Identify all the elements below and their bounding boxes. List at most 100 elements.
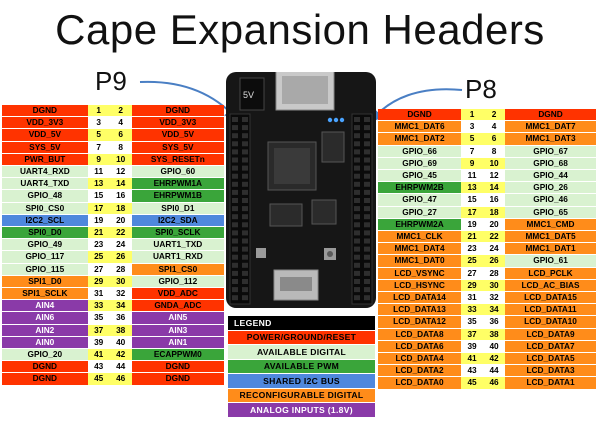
header-socket (364, 246, 370, 252)
header-socket (242, 254, 248, 260)
p9-right-label: DGND (131, 372, 224, 386)
header-socket (354, 133, 360, 139)
legend-item: ANALOG INPUTS (1.8V) (228, 402, 375, 418)
p9-pin-number-even: 46 (109, 372, 132, 386)
p9-pin-number-odd: 25 (87, 250, 110, 264)
header-socket (232, 295, 238, 301)
header-socket (354, 173, 360, 179)
p8-pin-number-even: 44 (483, 364, 506, 378)
p9-left-label: AIN6 (2, 311, 88, 325)
p8-pin-number-odd: 31 (461, 291, 484, 305)
p8-pin-number-odd: 9 (461, 157, 484, 171)
legend-item: SHARED I2C BUS (228, 373, 375, 389)
p8-pin-number-even: 16 (483, 193, 506, 207)
p8-pin-number-even: 24 (483, 242, 506, 256)
p9-right-label: GPIO_112 (131, 275, 224, 289)
p8-right-label: LCD_DATA1 (505, 376, 596, 390)
p8-pin-number-even: 32 (483, 291, 506, 305)
header-socket (354, 287, 360, 293)
p8-right-label: MMC1_DAT5 (505, 230, 596, 244)
p8-pin-number-odd: 43 (461, 364, 484, 378)
p9-pin-number-odd: 3 (87, 116, 110, 130)
p9-pin-number-odd: 33 (87, 299, 110, 313)
p9-label: P9 (95, 66, 127, 96)
p9-pin-number-odd: 39 (87, 336, 110, 350)
p9-pin-number-even: 42 (109, 348, 132, 362)
p9-left-label: PWR_BUT (2, 153, 88, 167)
p8-right-label: MMC1_DAT1 (505, 242, 596, 256)
header-socket (232, 141, 238, 147)
header-socket (364, 214, 370, 220)
p8-pin-number-odd: 11 (461, 169, 484, 183)
header-socket (354, 254, 360, 260)
p8-left-label: LCD_DATA6 (378, 340, 462, 354)
header-socket (242, 270, 248, 276)
p8-right-label: LCD_DATA3 (505, 364, 596, 378)
header-socket (232, 270, 238, 276)
p8-right-label: LCD_DATA10 (505, 315, 596, 329)
header-socket (232, 149, 238, 155)
p9-right-label: UART1_TXD (131, 238, 224, 252)
header-socket (232, 214, 238, 220)
p8-left-label: DGND (378, 109, 462, 122)
p9-left-label: AIN2 (2, 324, 88, 337)
header-socket (242, 149, 248, 155)
p8-left-label: GPIO_47 (378, 193, 462, 207)
header-socket (242, 238, 248, 244)
header-socket (242, 222, 248, 228)
header-socket (242, 117, 248, 122)
p8-pin-number-odd: 39 (461, 340, 484, 354)
p9-left-label: UART4_TXD (2, 177, 88, 191)
p9-left-label: AIN4 (2, 299, 88, 313)
legend-item: AVAILABLE DIGITAL (228, 344, 375, 360)
header-socket (232, 287, 238, 293)
p8-pin-number-even: 28 (483, 267, 506, 280)
p9-pin-number-even: 26 (109, 250, 132, 264)
beaglebone-board: 5V (226, 72, 376, 308)
p8-left-label: LCD_DATA8 (378, 328, 462, 341)
p9-pin-number-even: 18 (109, 202, 132, 215)
header-socket (242, 173, 248, 179)
header-socket (354, 279, 360, 284)
p8-left-label: MMC1_DAT2 (378, 132, 462, 146)
p9-pin-number-odd: 41 (87, 348, 110, 362)
header-socket (354, 125, 360, 131)
p9-pin-number-even: 6 (109, 128, 132, 142)
header-socket (354, 295, 360, 301)
p9-pin-number-even: 10 (109, 153, 132, 167)
header-socket (242, 246, 248, 252)
p9-pin-number-odd: 37 (87, 324, 110, 337)
p8-pin-number-even: 26 (483, 254, 506, 268)
p9-pin-number-odd: 35 (87, 311, 110, 325)
p9-right-label: VDD_5V (131, 128, 224, 142)
header-socket (232, 230, 238, 236)
header-socket (232, 173, 238, 179)
p9-right-label: GPIO_60 (131, 165, 224, 179)
header-socket (364, 279, 370, 284)
p9-left-label: DGND (2, 105, 88, 118)
header-socket (364, 125, 370, 131)
pmic-chip (311, 199, 337, 225)
p8-pin-number-odd: 15 (461, 193, 484, 207)
p9-pin-number-odd: 23 (87, 238, 110, 252)
header-socket (242, 295, 248, 301)
p8-right-label: LCD_PCLK (505, 267, 596, 280)
header-socket (364, 222, 370, 228)
header-socket (232, 117, 238, 122)
legend-item: RECONFIGURABLE DIGITAL (228, 388, 375, 403)
p9-pin-number-even: 2 (109, 105, 132, 118)
